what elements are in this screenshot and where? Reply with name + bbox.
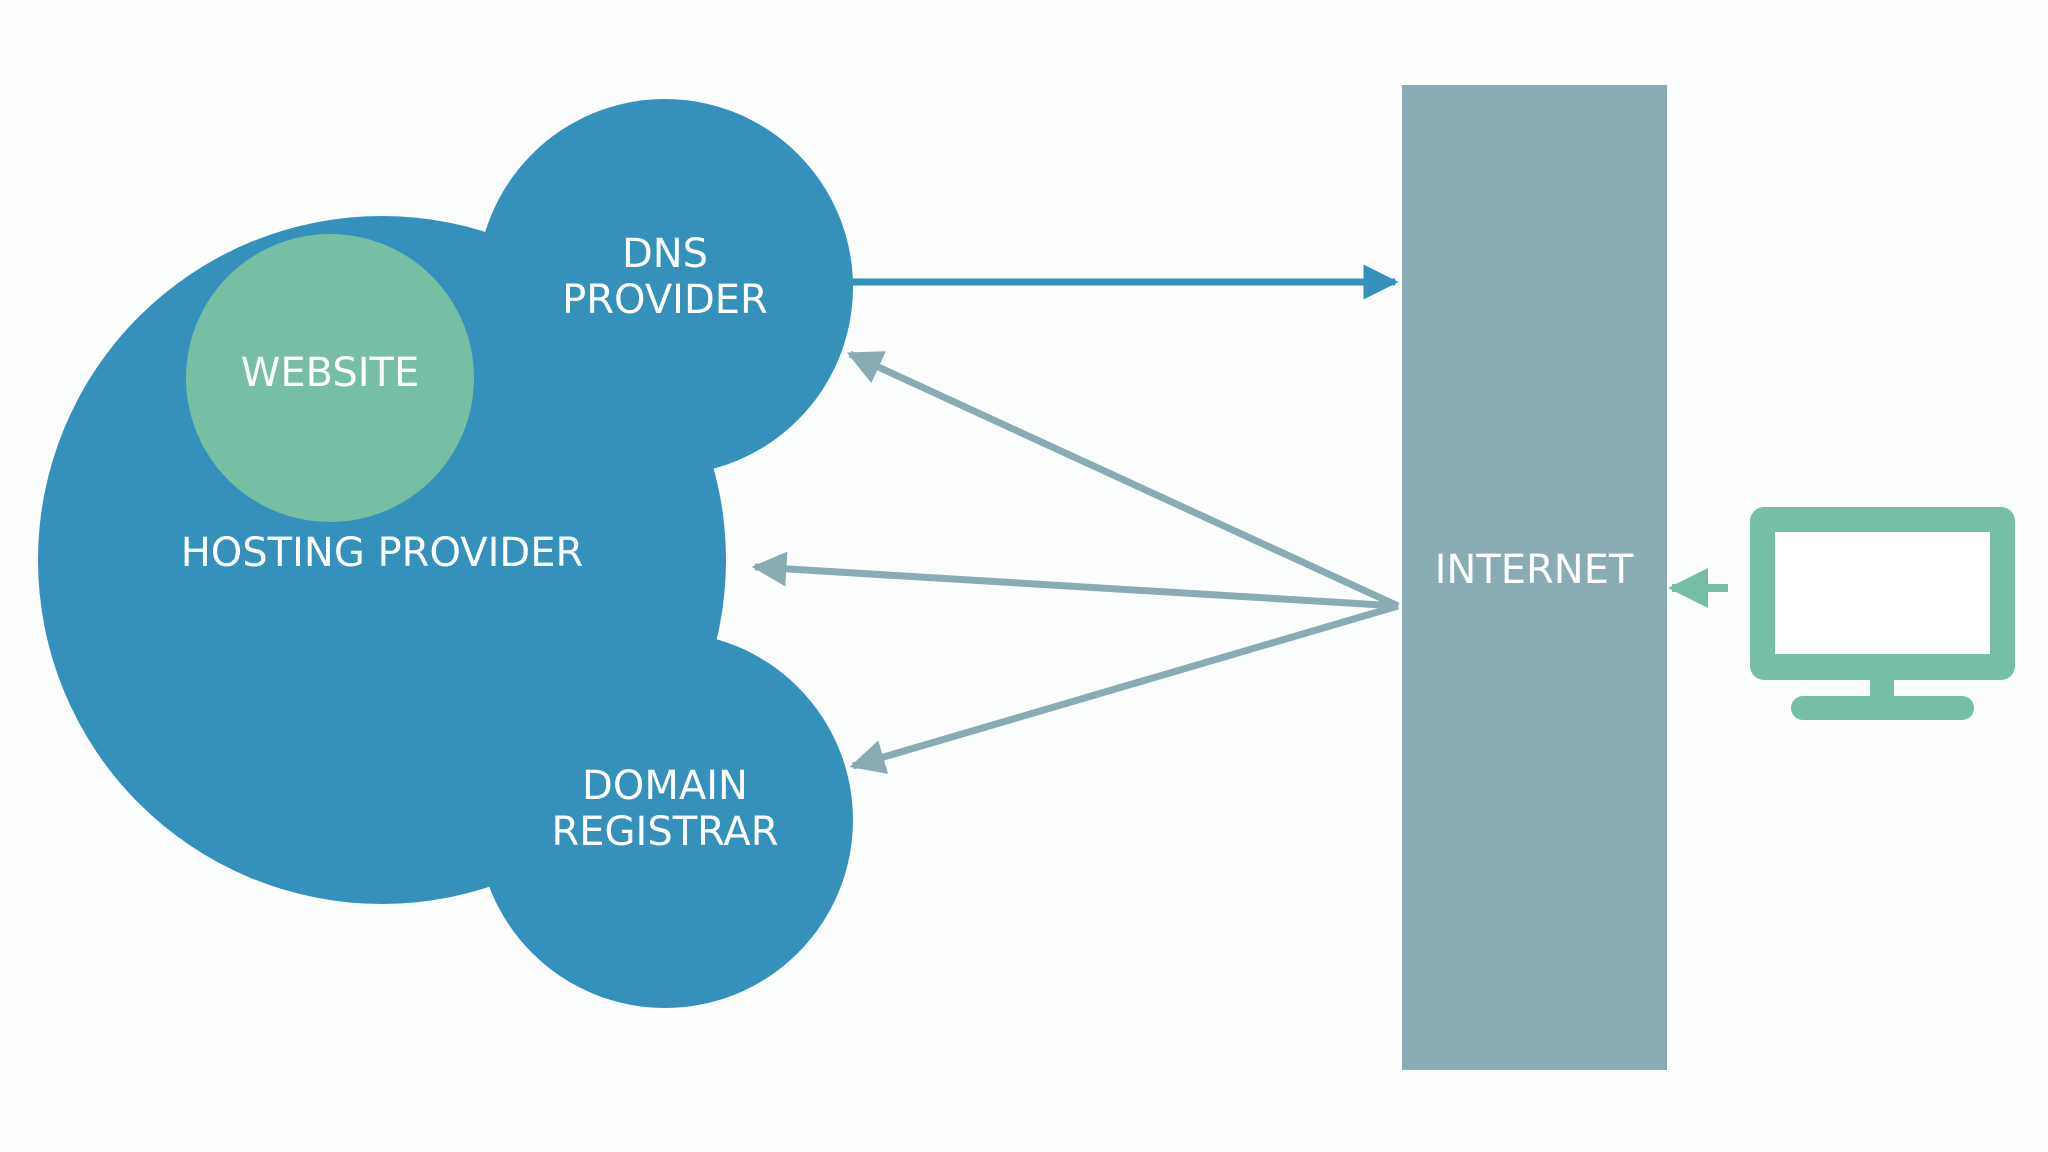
domain-registrar-label-line-1: DOMAIN (582, 763, 748, 809)
provider-cluster (38, 99, 853, 1008)
hosting-provider-label: HOSTING PROVIDER (181, 530, 584, 576)
internet-to-registrar-arrow (849, 602, 1399, 774)
domain-registrar-label-line-2: REGISTRAR (551, 809, 778, 855)
internet-to-dns-arrow (846, 350, 1400, 610)
website-node (186, 234, 474, 522)
monitor-icon (1750, 507, 2015, 720)
dns-provider-label-line-2: PROVIDER (562, 277, 768, 323)
internet-to-hosting-arrow (751, 551, 1399, 610)
website-label: WEBSITE (241, 350, 419, 396)
internet-label: INTERNET (1435, 547, 1634, 593)
domain-registrar-node (477, 632, 853, 1008)
dns-provider-label-line-1: DNS (622, 231, 708, 277)
internet-node (1402, 85, 1667, 1070)
dns-provider-node (477, 99, 853, 475)
